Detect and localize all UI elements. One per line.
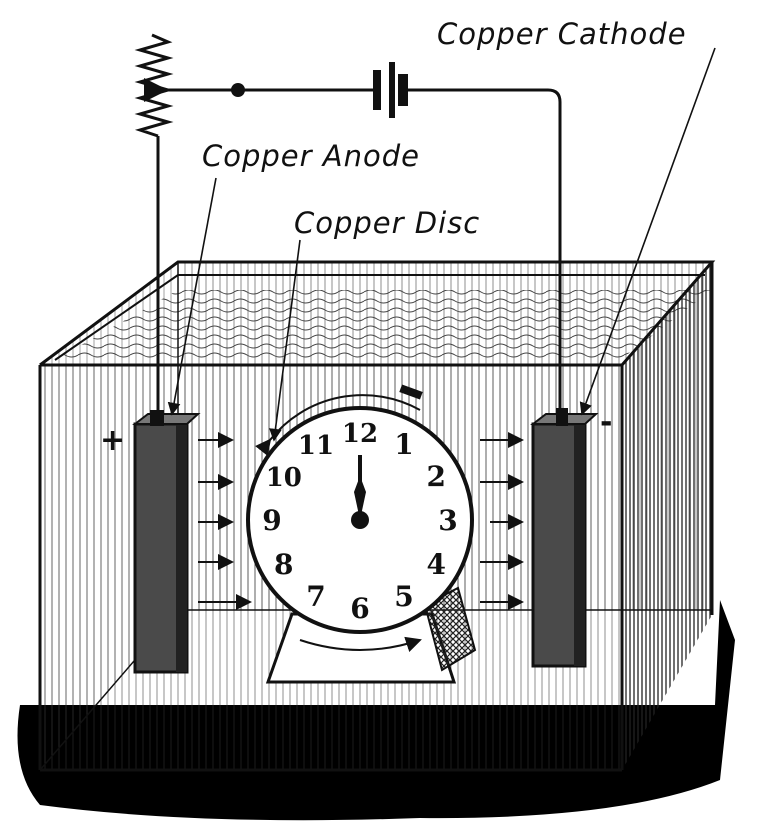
clock-number: 4 [426, 548, 445, 581]
positive-sign: + [100, 423, 125, 458]
circuit-wires [144, 78, 562, 422]
clock-number: 1 [394, 428, 413, 461]
battery-symbol [373, 62, 408, 118]
label-copper-disc: Copper Disc [294, 206, 480, 240]
copper-anode-plate [132, 410, 201, 674]
clock-number: 8 [274, 548, 293, 581]
clock-number: 3 [438, 504, 457, 537]
clock-number: 12 [342, 419, 378, 449]
clock-number: 6 [350, 592, 369, 625]
clock-number: 11 [298, 431, 334, 461]
clock-hand-hour [354, 476, 366, 520]
label-copper-anode: Copper Anode [202, 139, 420, 173]
negative-sign: - [600, 405, 612, 440]
clock-number: 9 [262, 504, 281, 537]
clock-number: 10 [266, 463, 302, 493]
label-leader-lines [167, 47, 716, 442]
copper-cathode-plate [530, 408, 599, 668]
liquid-surface [55, 290, 712, 360]
ion-flow-arrows [198, 432, 524, 610]
wire-junction [231, 83, 245, 97]
label-copper-cathode: Copper Cathode [437, 17, 687, 51]
tank-right-wall [622, 262, 712, 770]
clock-number: 7 [306, 580, 325, 613]
rheostat-coil [134, 33, 174, 138]
clock-number: 2 [426, 460, 445, 493]
clock-number: 5 [394, 580, 413, 613]
